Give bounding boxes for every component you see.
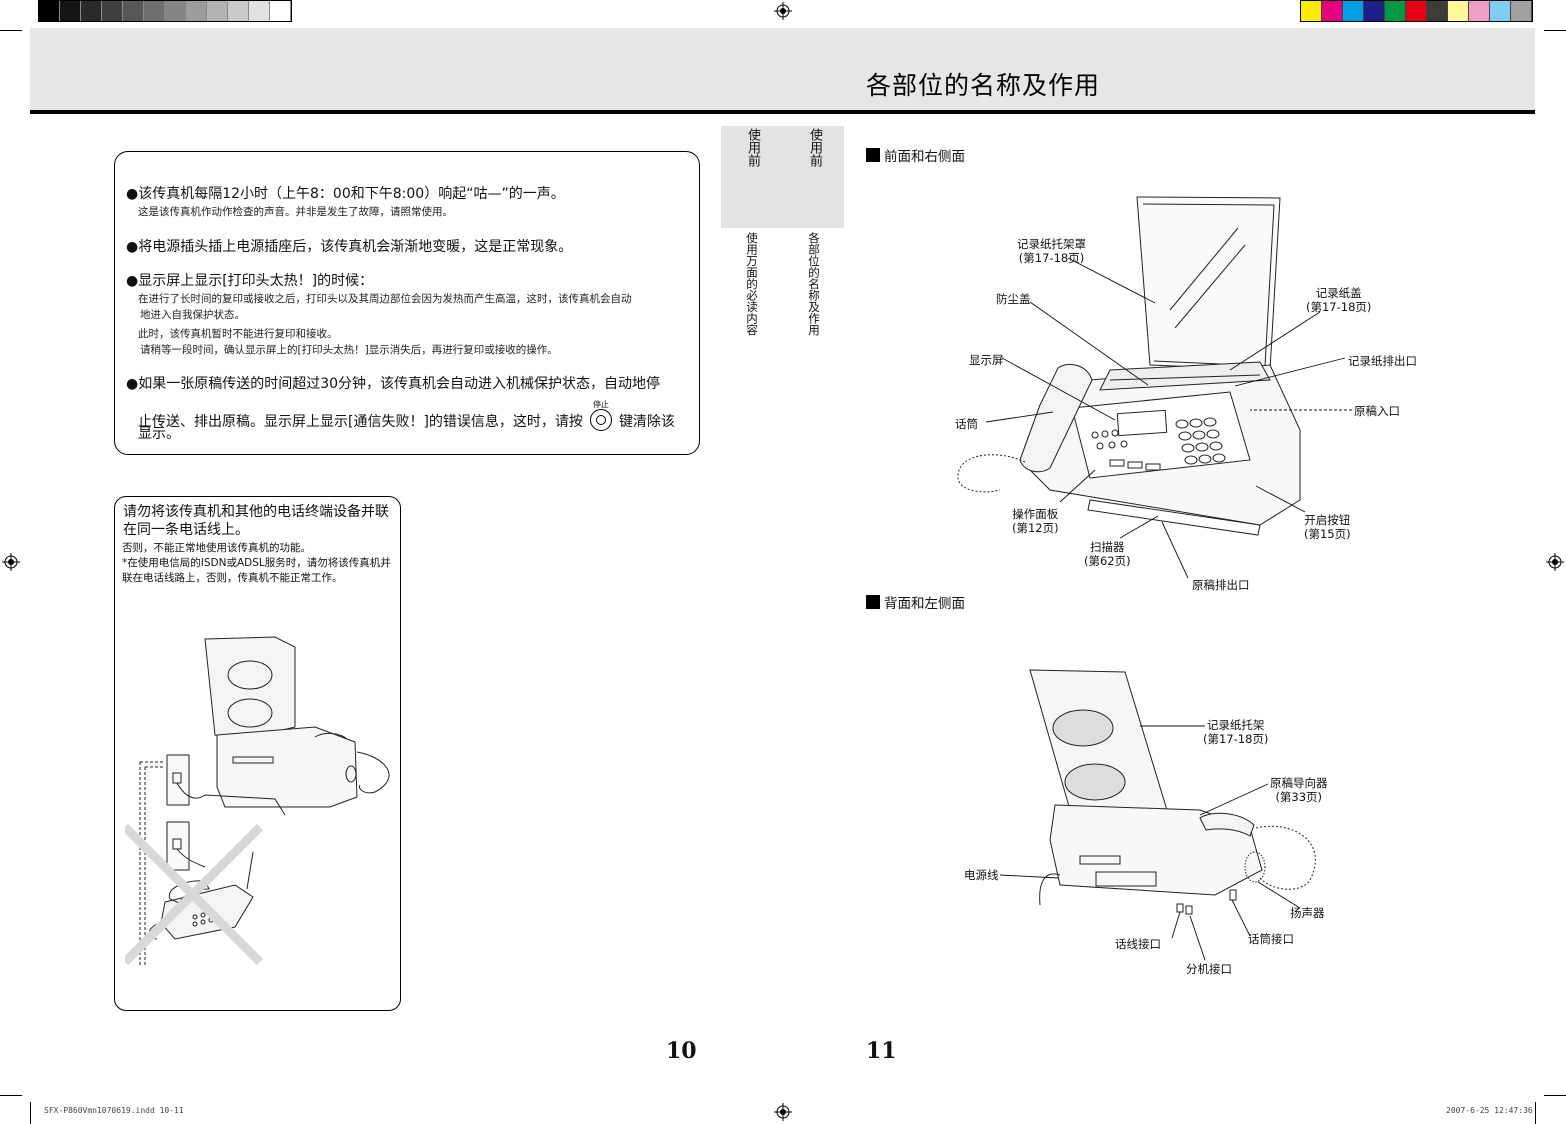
warning-detail: *在使用电信局的ISDN或ADSL服务时，请勿将该传真机并联在电话线路上，否则，… — [122, 557, 391, 584]
page-number-left: 10 — [666, 1038, 697, 1064]
label-handset-jack: 话筒接口 — [1248, 932, 1294, 946]
crop-mark — [1544, 1095, 1566, 1096]
notice-item-4-text: 键清除该 — [618, 414, 675, 430]
notice-item-3-detail: 在进行了长时间的复印或接收之后，打印头以及其周边部位会因为发热而产生高温，这时，… — [138, 293, 632, 305]
tab-label: 使用前 — [807, 128, 822, 167]
label-dust-cover: 防尘盖 — [996, 292, 1031, 306]
header-rule — [30, 110, 1535, 114]
notice-item-4-line3: 显示。 — [138, 426, 180, 442]
warning-title: 请勿将该传真机和其他的电话终端设备并联在同一条电话线上。 — [123, 504, 389, 538]
warning-detail: 否则，不能正常地使用该传真机的功能。 — [122, 542, 311, 554]
notice-box: ●该传真机每隔12小时（上午8：00和下午8:00）响起“咕—”的一声。 这是该… — [114, 151, 700, 455]
notice-item-4: ●如果一张原稿传送的时间超过30分钟，该传真机会自动进入机械保护状态，自动地停 — [126, 376, 661, 392]
parallel-connection-illustration — [125, 636, 390, 967]
label-extension-jack: 分机接口 — [1186, 962, 1232, 976]
tab-label: 使用前 — [745, 128, 760, 167]
label-scanner: 扫描器 (第62页) — [1084, 540, 1131, 568]
label-power-cord: 电源线 — [964, 868, 999, 882]
label-speaker: 扬声器 — [1290, 906, 1325, 920]
back-fax-illustration — [1000, 669, 1316, 960]
chapter-tab-highlight — [721, 126, 844, 228]
footer-timestamp: 2007-6-25 12:47:36 — [1446, 1106, 1533, 1115]
footer-file-name: SFX-P860Vmn1070619.indd 10-11 — [44, 1106, 184, 1115]
label-handset: 话筒 — [955, 417, 978, 431]
label-paper-holder: 记录纸托架 (第17-18页) — [1203, 718, 1269, 746]
page-number-right: 11 — [866, 1038, 897, 1064]
grayscale-calibration-bar — [38, 0, 292, 22]
notice-item-4-line2: 止传送、排出原稿。显示屏上显示[通信失败！]的错误信息，这时，请按 停止 键清除… — [138, 400, 675, 431]
label-document-guide: 原稿导向器 (第33页) — [1270, 776, 1328, 804]
back-section-heading: 背面和左侧面 — [866, 592, 965, 612]
notice-item-1: ●该传真机每隔12小时（上午8：00和下午8:00）响起“咕—”的一声。 — [126, 186, 565, 202]
stop-key: 停止 — [587, 400, 615, 431]
back-heading-text: 背面和左侧面 — [884, 596, 965, 612]
crop-mark — [0, 1095, 22, 1096]
label-line-jack: 话线接口 — [1115, 937, 1161, 951]
registration-mark-icon — [774, 2, 792, 20]
registration-mark-icon — [774, 1103, 792, 1121]
label-control-panel: 操作面板 (第12页) — [1012, 507, 1059, 535]
label-document-entrance: 原稿入口 — [1354, 404, 1400, 418]
registration-mark-icon — [1546, 553, 1564, 571]
stop-key-label: 停止 — [592, 400, 609, 409]
stop-button-icon — [589, 409, 612, 431]
notice-item-1-detail: 这是该传真机作动作检查的声音。并非是发生了故障，请照常使用。 — [138, 206, 453, 218]
crop-mark — [30, 1102, 31, 1124]
section-tab-label: 使用万面的必读内容 — [745, 232, 759, 336]
color-calibration-bar — [1300, 0, 1533, 22]
label-display: 显示屏 — [969, 353, 1004, 367]
heading-square-icon — [866, 148, 880, 162]
label-open-button: 开启按钮 (第15页) — [1304, 513, 1351, 541]
section-tab-label: 各部位的名称及作用 — [807, 232, 821, 336]
notice-item-3-detail: 请稍等一段时间，确认显示屏上的[打印头太热！]显示消失后，再进行复印或接收的操作… — [140, 344, 558, 356]
crop-mark — [0, 30, 22, 31]
front-heading-text: 前面和右侧面 — [884, 149, 965, 165]
front-fax-illustration — [957, 196, 1352, 579]
label-paper-holder-cover: 记录纸托架罩 (第17-18页) — [1017, 237, 1086, 265]
heading-square-icon — [866, 595, 880, 609]
label-paper-exit: 记录纸排出口 — [1348, 354, 1417, 368]
label-document-exit: 原稿排出口 — [1192, 578, 1250, 592]
crop-mark — [1544, 30, 1566, 31]
warning-box: 请勿将该传真机和其他的电话终端设备并联在同一条电话线上。 否则，不能正常地使用该… — [114, 496, 401, 1011]
header-band — [30, 28, 1535, 110]
page-title: 各部位的名称及作用 — [865, 71, 1100, 100]
crop-mark — [1535, 1102, 1536, 1124]
front-section-heading: 前面和右侧面 — [866, 145, 965, 165]
notice-item-3: ●显示屏上显示[打印头太热！]的时候： — [126, 273, 374, 289]
notice-item-2: ●将电源插头插上电源插座后，该传真机会渐渐地变暖，这是正常现象。 — [126, 239, 573, 255]
registration-mark-icon — [2, 553, 20, 571]
notice-item-3-detail: 此时，该传真机暂时不能进行复印和接收。 — [138, 328, 338, 340]
notice-item-4-text: 止传送、排出原稿。显示屏上显示[通信失败！]的错误信息，这时，请按 — [138, 414, 583, 430]
label-paper-cover: 记录纸盖 (第17-18页) — [1306, 286, 1372, 314]
notice-item-3-detail: 地进入自我保护状态。 — [140, 309, 245, 321]
